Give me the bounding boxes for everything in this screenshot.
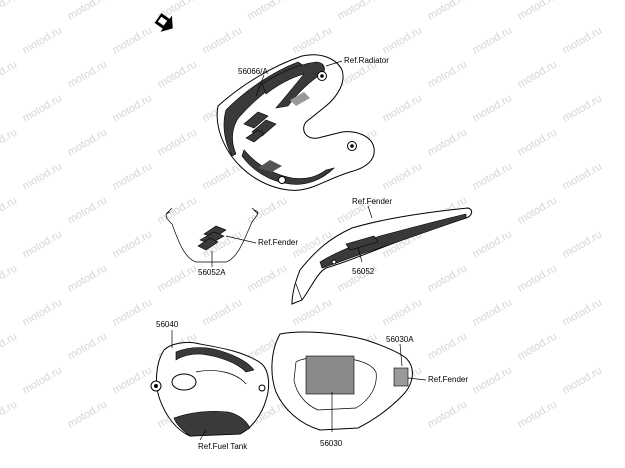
watermark-text: motod.ru [21,364,65,396]
watermark-text: motod.ru [516,126,560,158]
watermark-text: motod.ru [381,92,425,124]
leader-ref-fuel-tank [199,429,207,441]
watermark-text: motod.ru [291,24,335,56]
watermark-text: motod.ru [0,58,19,90]
watermark-text: motod.ru [0,330,19,362]
watermark-text: motod.ru [21,160,65,192]
watermark-text: motod.ru [516,330,560,362]
watermark-text: motod.ru [561,228,605,260]
watermark-text: motod.ru [66,58,110,90]
watermark-text: motod.ru [21,228,65,260]
leader-56052 [357,247,363,263]
watermark-text: motod.ru [381,160,425,192]
watermark-text: motod.ru [21,92,65,124]
watermark-text: motod.ru [156,194,200,226]
leader-56030a [399,343,403,367]
watermark-text: motod.ru [516,0,560,23]
fuel-tank-decal [150,341,270,437]
watermark-text: motod.ru [0,398,19,430]
radiator-shroud-decal [216,54,375,191]
front-direction-arrow-icon [154,13,173,32]
watermark-text: motod.ru [426,0,470,23]
watermark-text: motod.ru [516,398,560,430]
watermark-text: motod.ru [66,0,110,23]
label-56040: 56040 [156,320,179,329]
watermark-text: motod.ru [471,160,515,192]
watermark-text: motod.ru [66,126,110,158]
watermark-text: motod.ru [561,160,605,192]
watermark-text: motod.ru [246,262,290,294]
watermark-text: motod.ru [381,296,425,328]
watermark-text: motod.ru [561,92,605,124]
watermark-text: motod.ru [66,330,110,362]
watermark-text: motod.ru [0,126,19,158]
leader-ref-fender-3 [407,377,427,381]
watermark-text: motod.ru [156,58,200,90]
watermark-text: motod.ru [21,296,65,328]
watermark-text: motod.ru [471,364,515,396]
watermark-text: motod.ru [66,194,110,226]
watermark-text: motod.ru [561,24,605,56]
watermark-text: motod.ru [111,160,155,192]
watermark-text: motod.ru [471,296,515,328]
rear-fender-side-decal [291,207,473,305]
watermark-text: motod.ru [336,0,380,23]
watermark-text: motod.ru [66,262,110,294]
watermark-text: motod.ru [471,228,515,260]
watermark-text: motod.ru [111,24,155,56]
watermark-text: motod.ru [0,194,19,226]
leader-ref-fender-2 [367,205,373,219]
label-ref-fender-2: Ref.Fender [352,197,392,206]
label-56030a: 56030A [386,335,414,344]
label-ref-fender-3: Ref.Fender [428,375,468,384]
watermark-text: motod.ru [381,24,425,56]
watermark-text: motod.ru [201,24,245,56]
watermark-text: motod.ru [201,160,245,192]
leader-ref-radiator [325,60,343,67]
watermark-text: motod.ru [516,58,560,90]
watermark-text: motod.ru [426,58,470,90]
watermark-text: motod.ru [0,0,19,23]
watermark-text: motod.ru [0,262,19,294]
watermark-text: motod.ru [561,296,605,328]
front-fender-decal [165,207,259,263]
watermark-text: motod.ru [111,296,155,328]
watermark-text: motod.ru [201,296,245,328]
label-56052: 56052 [352,267,375,276]
watermark-text: motod.ru [471,24,515,56]
watermark-text: motod.ru [471,92,515,124]
watermark-text: motod.ru [66,398,110,430]
label-56066a: 56066/A [238,67,268,76]
watermark-text: motod.ru [111,228,155,260]
watermark-text: motod.ru [426,330,470,362]
label-56052a: 56052A [198,268,226,277]
side-number-plate-decal [271,331,413,431]
watermark-text: motod.ru [426,126,470,158]
watermark-text: motod.ru [516,262,560,294]
watermark-text: motod.ru [111,364,155,396]
leader-ref-fender-1 [225,235,257,244]
leader-56066a [255,74,265,97]
watermark-text: motod.ru [426,398,470,430]
watermark-text: motod.ru [156,126,200,158]
watermark-text: motod.ru [156,262,200,294]
watermark-text: motod.ru [516,194,560,226]
watermark-text: motod.ru [21,24,65,56]
watermark-text: motod.ru [426,262,470,294]
label-56030: 56030 [320,439,343,448]
label-ref-radiator: Ref.Radiator [344,56,389,65]
watermark-text: motod.ru [561,364,605,396]
label-ref-fender-1: Ref.Fender [258,238,298,247]
label-ref-fuel-tank: Ref.Fuel Tank [198,442,248,451]
watermark-text: motod.ru [111,92,155,124]
watermark-text: motod.ru [246,0,290,23]
